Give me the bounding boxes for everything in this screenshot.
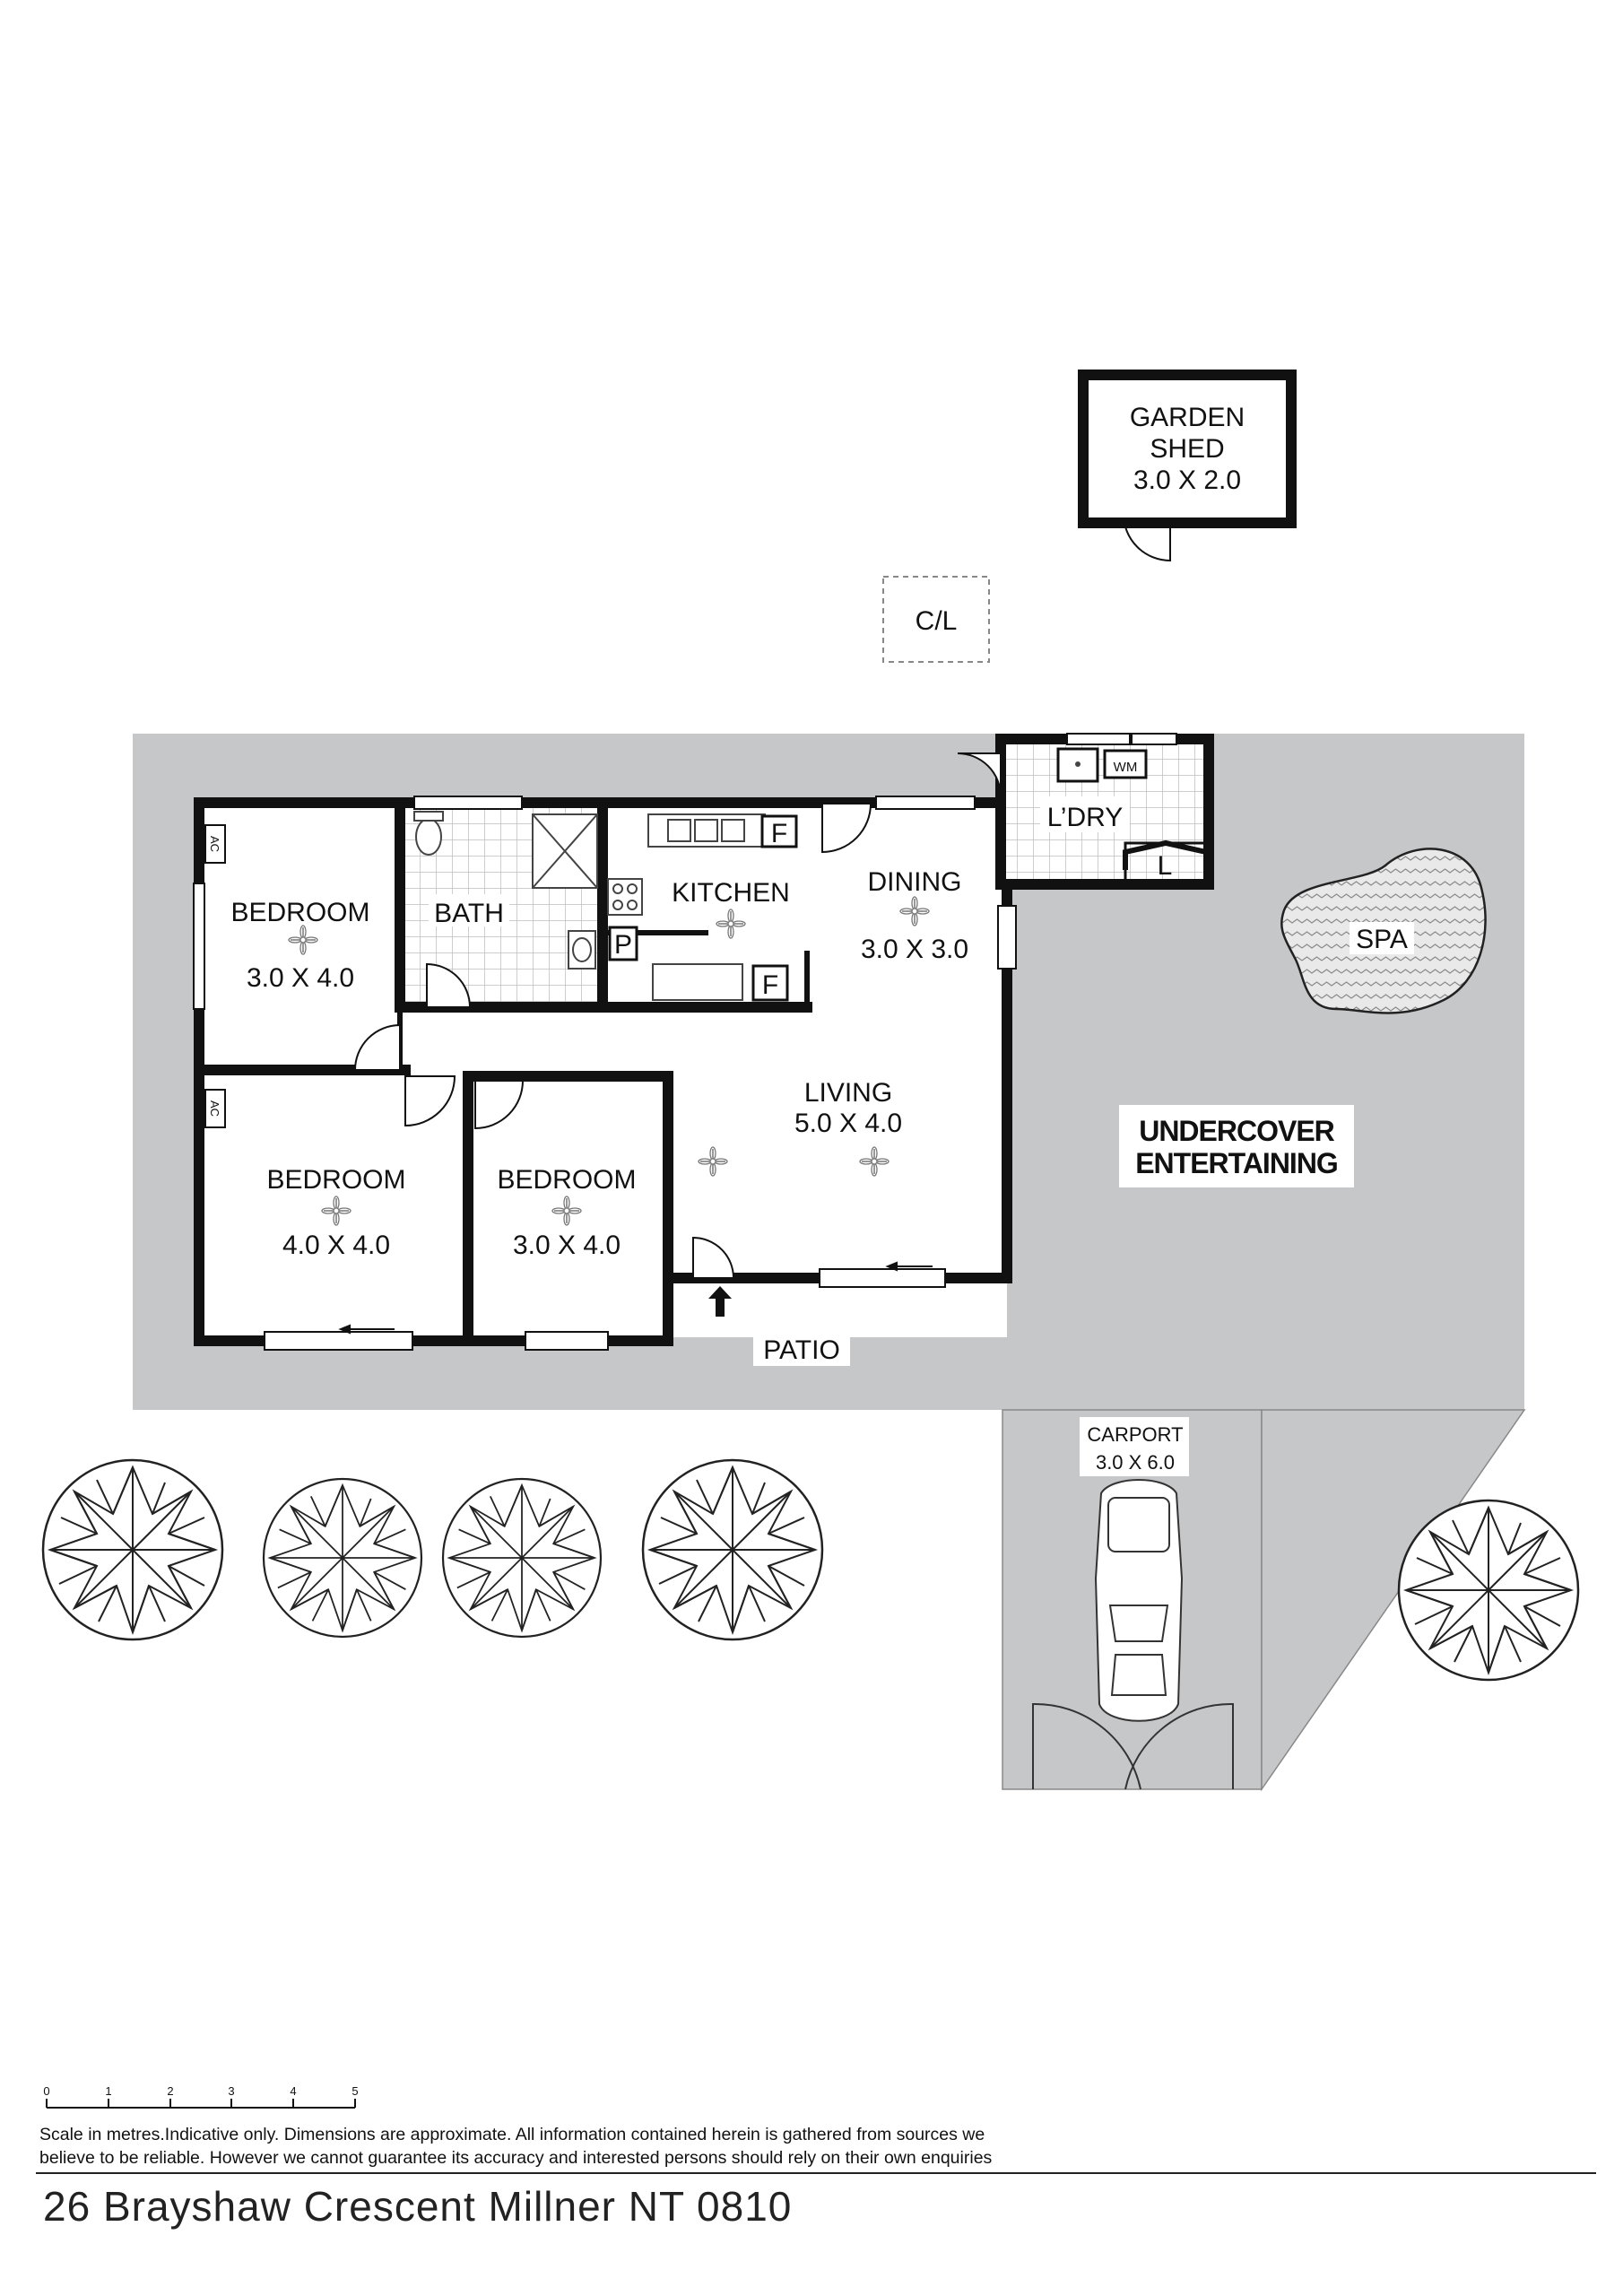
- ac-units: [204, 824, 226, 1128]
- bath-fixtures: [413, 811, 598, 970]
- carport-name: CARPORT: [1087, 1423, 1183, 1446]
- tree-3-icon: [441, 1477, 603, 1639]
- living-dims: 5.0 X 4.0: [794, 1109, 902, 1138]
- linen-label: L: [1158, 851, 1173, 881]
- tree-4-icon: [641, 1458, 824, 1641]
- sliding-arrows: [338, 1261, 933, 1335]
- living-name: LIVING: [804, 1078, 892, 1108]
- spa-label-box: [1350, 922, 1414, 954]
- patio-label-box: [753, 1332, 850, 1366]
- bedroom-3-name: BEDROOM: [497, 1165, 636, 1195]
- bedroom-1-name: BEDROOM: [230, 898, 369, 927]
- washing-machine-label: WM: [1114, 760, 1138, 775]
- tree-1-icon: [41, 1458, 224, 1641]
- scale-tick-label: 4: [290, 2084, 296, 2098]
- property-address: 26 Brayshaw Crescent Millner NT 0810: [43, 2183, 793, 2230]
- scale-bar: [46, 2099, 356, 2109]
- divider: [36, 2172, 1596, 2174]
- pantry-label: P: [614, 930, 632, 960]
- laundry-label: L’DRY: [1047, 803, 1124, 832]
- undercover-label-box: [1119, 1105, 1354, 1187]
- fixture-boxes: [608, 747, 1208, 1002]
- bedroom-3-dims: 3.0 X 4.0: [513, 1231, 621, 1260]
- undercover-label-2: ENTERTAINING: [1135, 1147, 1338, 1179]
- windows: [193, 733, 1177, 1351]
- freezer-label: F: [762, 970, 778, 1000]
- fridge-label: F: [771, 819, 787, 848]
- door-swings: [353, 508, 1171, 1279]
- laundry-tub-drain: [1075, 761, 1081, 767]
- walls: [194, 734, 1214, 1346]
- ac-label: AC: [208, 1100, 221, 1117]
- garden-shed: [1078, 370, 1297, 528]
- carport-label-box: [1080, 1417, 1189, 1476]
- garden-shed-name-1: GARDEN: [1130, 403, 1245, 432]
- bedroom-2-name: BEDROOM: [266, 1165, 405, 1195]
- scale-tick-label: 1: [105, 2084, 111, 2098]
- garden-shed-dims: 3.0 X 2.0: [1133, 465, 1241, 495]
- disclaimer: Scale in metres.Indicative only. Dimensi…: [39, 2123, 1160, 2170]
- bedroom-1-dims: 3.0 X 4.0: [247, 963, 354, 993]
- dining-dims: 3.0 X 3.0: [861, 935, 968, 964]
- scale-ticks: 0 1 2 3 4 5: [43, 2084, 358, 2098]
- patio-label: PATIO: [763, 1335, 840, 1365]
- tree-2-icon: [262, 1477, 423, 1639]
- disclaimer-line-2: believe to be reliable. However we canno…: [39, 2148, 993, 2168]
- clothesline: [882, 576, 990, 663]
- scale-tick-label: 3: [228, 2084, 234, 2098]
- spa-label: SPA: [1356, 925, 1408, 954]
- car-icon: [1094, 1479, 1184, 1722]
- scale-tick-label: 2: [167, 2084, 173, 2098]
- dining-name: DINING: [868, 867, 962, 897]
- ac-label: AC: [208, 836, 221, 852]
- scale-tick-label: 5: [352, 2084, 358, 2098]
- disclaimer-line-1: Scale in metres.Indicative only. Dimensi…: [39, 2125, 985, 2144]
- clothesline-label: C/L: [916, 606, 958, 636]
- scale-tick-label: 0: [43, 2084, 49, 2098]
- carport-dims: 3.0 X 6.0: [1096, 1451, 1175, 1474]
- undercover-label-1: UNDERCOVER: [1139, 1115, 1334, 1147]
- garden-shed-name-2: SHED: [1150, 434, 1224, 464]
- laundry-label-box: [1040, 796, 1130, 832]
- kitchen-fixtures: [607, 813, 766, 1001]
- bedroom-2-dims: 4.0 X 4.0: [282, 1231, 390, 1260]
- carport-gate: [1032, 1702, 1234, 1790]
- kitchen-label: KITCHEN: [672, 878, 790, 908]
- entry-arrow-icon: [708, 1286, 732, 1317]
- bath-label: BATH: [434, 899, 504, 928]
- bath-label-box: [429, 894, 509, 926]
- tree-5-icon: [1397, 1499, 1580, 1682]
